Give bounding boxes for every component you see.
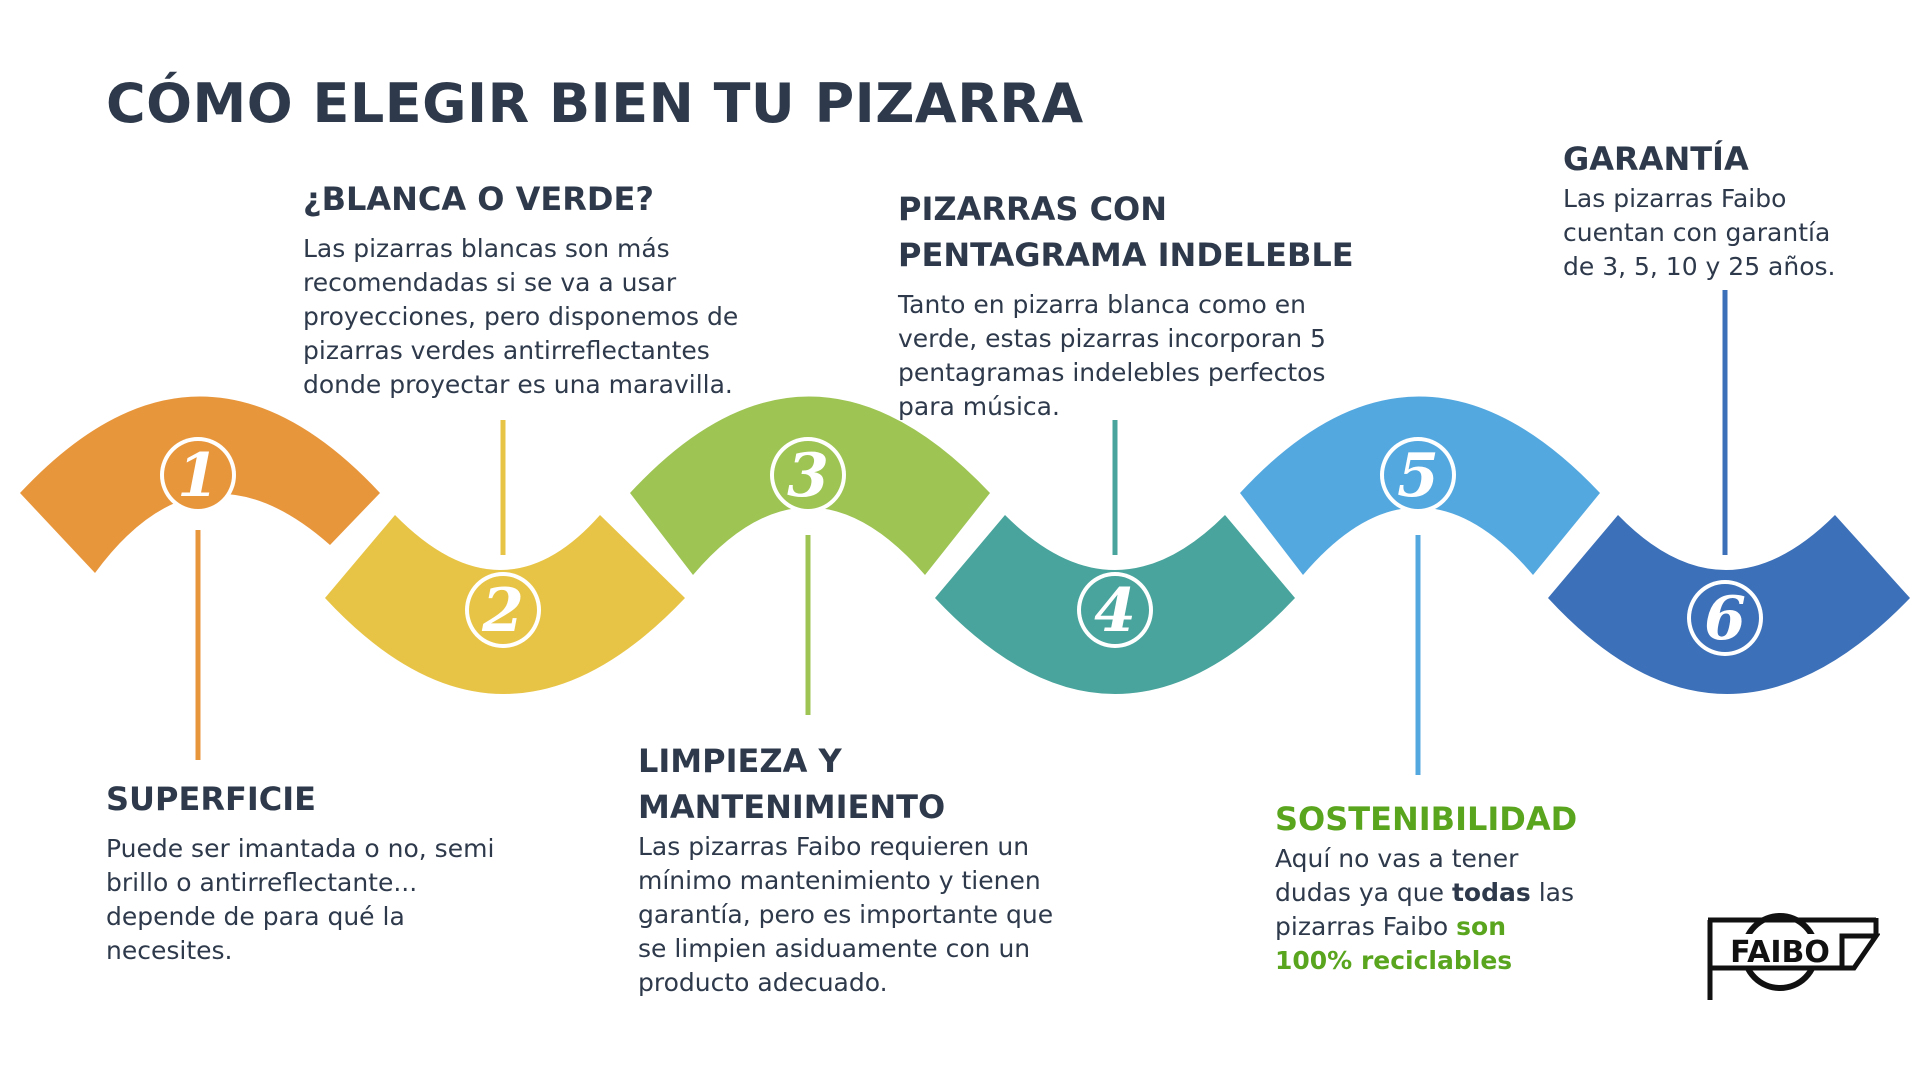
step-number-1: 1 (177, 441, 219, 511)
step-2-heading: ¿BLANCA O VERDE? (303, 180, 654, 218)
logo-text: FAIBO (1730, 935, 1830, 970)
step-6-text: Las pizarras Faibo cuentan con garantía … (1563, 184, 1836, 281)
step-number-3: 3 (787, 441, 829, 511)
step-circle-3-inner (774, 441, 842, 509)
logo-band (1708, 934, 1854, 968)
step-5-text: Aquí no vas a tener dudas ya que todas l… (1275, 842, 1585, 978)
step-circle-4-inner (1081, 576, 1149, 644)
step-5-text-bold-green: son 100% reciclables (1275, 912, 1513, 975)
step-6-heading: GARANTÍA (1563, 140, 1749, 178)
step-2-text: Las pizarras blancas son más recomendada… (303, 234, 739, 399)
step-5-text-bold: todas (1451, 878, 1531, 907)
page-title: CÓMO ELEGIR BIEN TU PIZARRA (106, 72, 1084, 135)
step-5-text-part2: las pizarras Faibo (1275, 878, 1575, 941)
step-5-heading: SOSTENIBILIDAD (1275, 800, 1578, 838)
step-1-text: Puede ser imantada o no, semi brillo o a… (106, 834, 495, 965)
step-4-text: Tanto en pizarra blanca como en verde, e… (898, 290, 1326, 421)
step-4-heading: PIZARRAS CON PENTAGRAMA INDELEBLE (898, 190, 1354, 274)
step-3-text: Las pizarras Faibo requieren un mínimo m… (638, 832, 1054, 997)
step-circle-5-inner (1384, 441, 1452, 509)
step-circle-1-inner (164, 441, 232, 509)
step-2-block: ¿BLANCA O VERDE? Las pizarras blancas so… (303, 176, 783, 402)
step-circle-2-inner (469, 576, 537, 644)
step-5-block: SOSTENIBILIDAD Aquí no vas a tener dudas… (1275, 796, 1585, 978)
step-3-block: LIMPIEZA Y MANTENIMIENTO Las pizarras Fa… (638, 738, 1088, 1000)
step-1-heading: SUPERFICIE (106, 780, 316, 818)
step-circle-6-inner (1691, 584, 1759, 652)
step-6-block: GARANTÍA Las pizarras Faibo cuentan con … (1563, 136, 1863, 284)
step-1-block: SUPERFICIE Puede ser imantada o no, semi… (106, 776, 506, 968)
logo-pencil-icon (1839, 933, 1880, 971)
step-number-6: 6 (1704, 584, 1746, 654)
step-number-2: 2 (481, 576, 524, 646)
step-number-4: 4 (1094, 576, 1136, 646)
step-number-5: 5 (1397, 441, 1439, 511)
step-3-heading: LIMPIEZA Y MANTENIMIENTO (638, 742, 946, 826)
faibo-logo: FAIBO (1707, 913, 1880, 1000)
step-5-text-part1: Aquí no vas a tener dudas ya que (1275, 844, 1519, 907)
step-4-block: PIZARRAS CON PENTAGRAMA INDELEBLE Tanto … (898, 186, 1368, 424)
